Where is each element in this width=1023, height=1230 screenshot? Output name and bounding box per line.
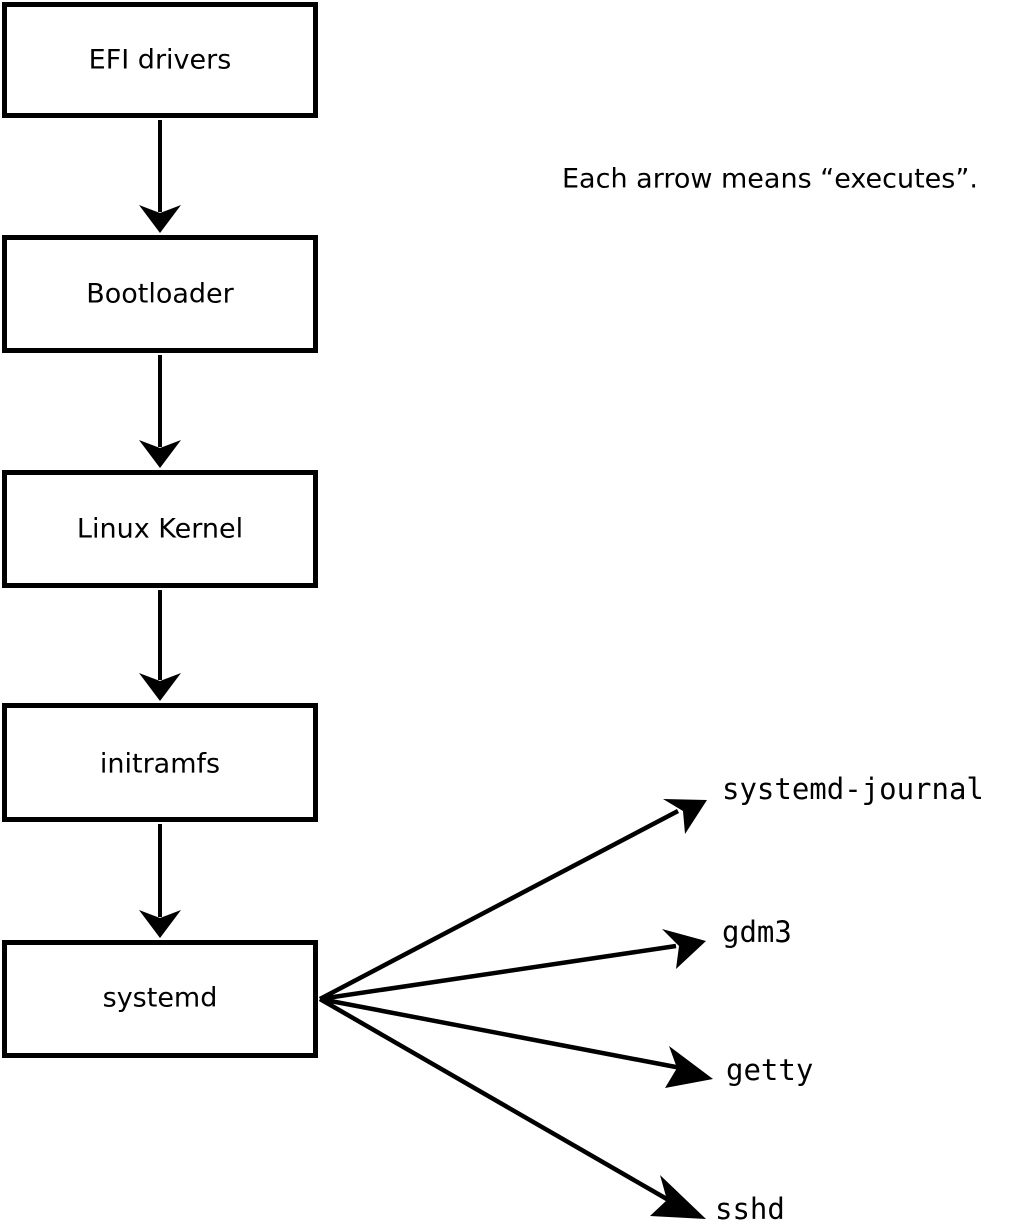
fan-arrow-gdm3 bbox=[319, 943, 677, 1002]
arrowhead-getty bbox=[665, 1046, 713, 1088]
stage-box-systemd[interactable]: systemd bbox=[2, 940, 318, 1058]
stage-box-linux-kernel[interactable]: Linux Kernel bbox=[2, 470, 318, 588]
fan-arrow-sshd bbox=[318, 997, 674, 1204]
stage-box-initramfs-rect[interactable] bbox=[2, 703, 318, 822]
stage-box-systemd-rect[interactable] bbox=[2, 940, 318, 1058]
service-label-getty: getty bbox=[726, 1053, 813, 1087]
stage-box-efi-drivers-label: EFI drivers bbox=[89, 45, 232, 76]
service-label-sshd: sshd bbox=[715, 1192, 785, 1226]
arrowhead-down-bootloader-to-kernel bbox=[139, 440, 181, 468]
arrowhead-systemd-journal bbox=[663, 799, 707, 834]
stage-box-bootloader-label: Bootloader bbox=[86, 279, 234, 310]
arrowhead-sshd bbox=[650, 1175, 706, 1219]
stage-box-linux-kernel-label: Linux Kernel bbox=[77, 514, 243, 545]
arrowhead-gdm3 bbox=[662, 929, 706, 969]
stage-box-initramfs[interactable]: initramfs bbox=[2, 703, 318, 822]
stage-box-linux-kernel-rect[interactable] bbox=[2, 470, 318, 588]
stage-box-bootloader-rect[interactable] bbox=[2, 235, 318, 353]
stage-box-efi-drivers[interactable]: EFI drivers bbox=[2, 2, 318, 118]
fan-arrow-systemd-journal bbox=[318, 809, 680, 1001]
stage-box-efi-drivers-rect[interactable] bbox=[2, 2, 318, 118]
stage-box-initramfs-label: initramfs bbox=[100, 749, 220, 780]
fan-arrow-getty bbox=[319, 996, 682, 1071]
service-label-systemd-journal: systemd-journal bbox=[722, 772, 984, 806]
arrowhead-down-efi-to-bootloader bbox=[139, 205, 181, 233]
fan-arrow-group bbox=[318, 799, 713, 1219]
flow-arrow-group bbox=[139, 120, 181, 938]
service-label-gdm3: gdm3 bbox=[722, 915, 792, 949]
stage-box-systemd-label: systemd bbox=[103, 983, 218, 1014]
stage-box-bootloader[interactable]: Bootloader bbox=[2, 235, 318, 353]
arrowhead-down-initramfs-to-systemd bbox=[139, 910, 181, 938]
arrowhead-down-kernel-to-initramfs bbox=[139, 673, 181, 701]
legend-annotation: Each arrow means “executes”. bbox=[562, 164, 978, 195]
